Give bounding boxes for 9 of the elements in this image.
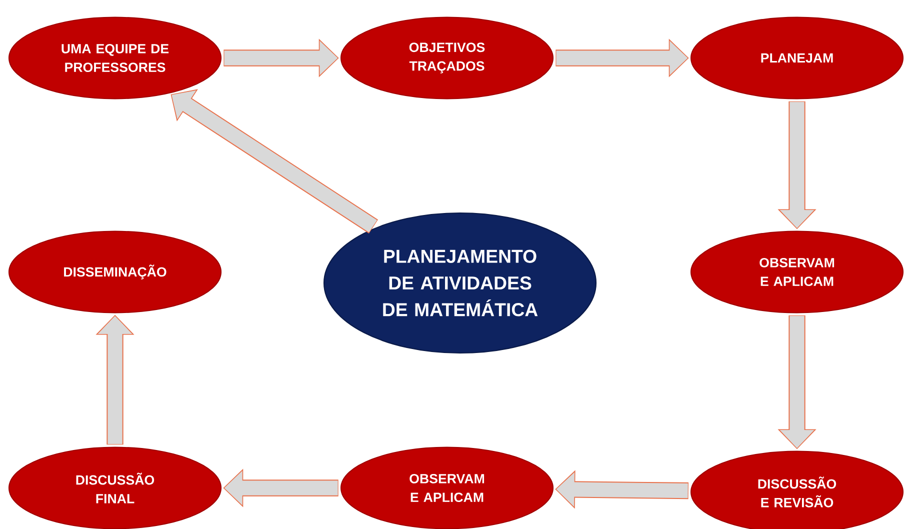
ellipse-node: PLANEJAMENTO DE ATIVIDADES DE MATEMÁTICA: [323, 212, 597, 354]
ellipse-node: UMA EQUIPE DE PROFESSORES: [8, 16, 222, 100]
ellipse-node: OBSERVAM E APLICAM: [340, 446, 554, 529]
ellipse-node: OBSERVAM E APLICAM: [690, 230, 904, 314]
ellipse-node: DISCUSSÃO FINAL: [8, 446, 222, 529]
ellipse-node: PLANEJAM: [690, 16, 904, 100]
ellipse-node: DISCUSSÃO E REVISÃO: [690, 450, 904, 529]
ellipse-node: OBJETIVOS TRAÇADOS: [340, 16, 554, 100]
ellipse-node: DISSEMINAÇÃO: [8, 230, 222, 314]
